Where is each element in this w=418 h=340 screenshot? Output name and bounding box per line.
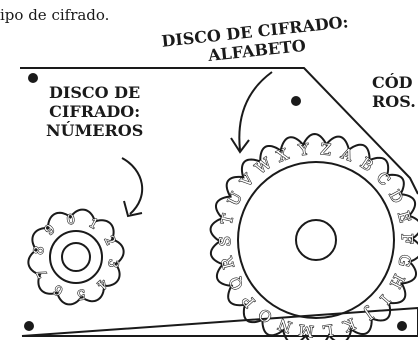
alphabet-letter-C: C xyxy=(373,168,394,189)
number-digit-8: 8 xyxy=(31,245,47,256)
number-digit-0: 0 xyxy=(66,212,76,228)
number-digit-2: 2 xyxy=(101,234,118,248)
alphabet-letter-X: X xyxy=(274,145,291,166)
label-numbers-line-3: NÚMEROS xyxy=(46,121,144,140)
alphabet-letter-J: J xyxy=(361,304,378,323)
arrow-to-numbers-disk xyxy=(121,157,144,215)
alphabet-letter-L: L xyxy=(322,321,334,340)
alphabet-letter-T: T xyxy=(217,212,237,226)
alphabet-letter-A: A xyxy=(338,144,355,165)
alphabet-letter-M: M xyxy=(298,321,315,340)
label-code-rose: CÓD ROS. xyxy=(372,73,416,111)
numbers-disk-hub xyxy=(61,242,91,272)
number-digit-6: 6 xyxy=(51,281,65,298)
alphabet-letter-B: B xyxy=(357,154,376,175)
number-digit-9: 9 xyxy=(42,222,58,239)
alphabet-letter-I: I xyxy=(376,291,394,307)
number-digit-1: 1 xyxy=(86,216,100,233)
arrowhead-numbers xyxy=(123,200,143,218)
alphabet-letter-W: W xyxy=(252,154,275,178)
alphabet-letter-D: D xyxy=(385,187,407,206)
label-code-line-1: CÓD xyxy=(372,73,413,92)
rivet-hole-bottom-left xyxy=(24,321,34,331)
alphabet-disk-gear-edge xyxy=(209,133,418,340)
alphabet-letter-R: R xyxy=(218,255,238,271)
rivet-hole-bottom-right xyxy=(397,321,407,331)
alphabet-letter-F: F xyxy=(398,233,416,244)
numbers-disk-gear-edge xyxy=(27,208,125,306)
plate-outline xyxy=(20,67,418,337)
alphabet-letter-U: U xyxy=(224,189,246,208)
alphabet-letter-N: N xyxy=(276,315,294,336)
label-numbers-line-2: CIFRADO: xyxy=(49,102,141,121)
alphabet-disk-ring xyxy=(237,161,395,319)
alphabet-letter-K: K xyxy=(340,314,358,335)
alphabet-letter-V: V xyxy=(236,170,258,192)
rivet-hole-top-right xyxy=(291,96,301,106)
numbers-disk-ring xyxy=(49,230,103,284)
label-code-line-2: ROS. xyxy=(372,92,416,111)
label-numbers-disk: DISCO DE CIFRADO: NÚMEROS xyxy=(46,83,143,140)
alphabet-letter-S: S xyxy=(216,236,234,247)
arrowhead-alphabet xyxy=(230,137,250,154)
alphabet-letter-Q: Q xyxy=(225,274,247,293)
alphabet-disk-hub xyxy=(295,219,337,261)
number-digit-3: 3 xyxy=(104,258,120,269)
arrow-to-alphabet-disk xyxy=(238,71,273,151)
label-numbers-line-1: DISCO DE xyxy=(49,83,141,102)
alphabet-letter-Y: Y xyxy=(297,140,311,159)
number-digit-7: 7 xyxy=(34,266,51,280)
alphabet-letter-E: E xyxy=(394,209,414,224)
number-digit-4: 4 xyxy=(94,275,110,292)
rivet-hole-top-left xyxy=(28,73,38,83)
alphabet-letter-G: G xyxy=(395,253,415,269)
alphabet-letter-P: P xyxy=(239,291,259,311)
alphabet-letter-Z: Z xyxy=(320,140,332,159)
number-digit-5: 5 xyxy=(76,286,86,302)
alphabet-letter-O: O xyxy=(255,305,275,327)
caption-text: ipo de cifrado. xyxy=(0,6,110,24)
